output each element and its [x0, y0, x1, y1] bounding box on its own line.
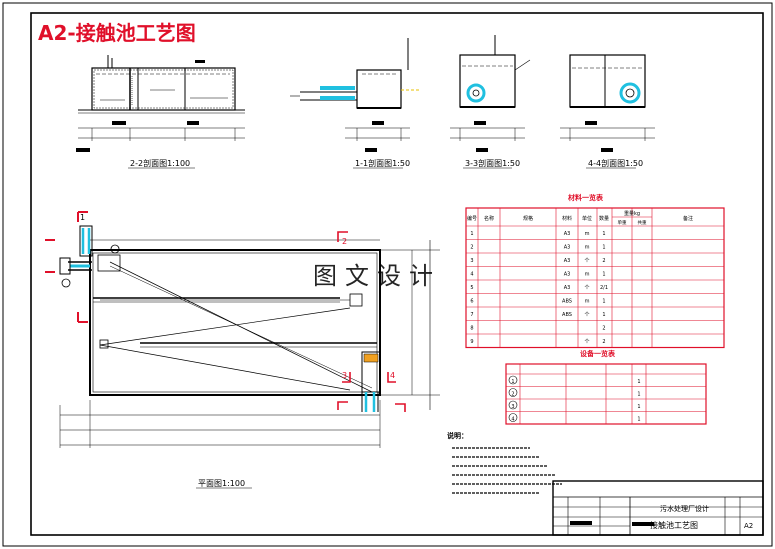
- section-2-2-label: 2-2剖面图1:100: [130, 158, 190, 168]
- materials-cell: 1: [602, 272, 605, 278]
- materials-header-cell: 编号: [467, 215, 477, 222]
- equipment-cell: 1: [511, 379, 514, 385]
- equipment-cell: 1: [637, 417, 640, 423]
- equipment-number-circle: [508, 413, 518, 422]
- materials-cell: m: [585, 299, 590, 305]
- materials-header-cell: 名称: [484, 215, 494, 222]
- section-2-2: [76, 55, 245, 152]
- equipment-cell: 2: [511, 392, 514, 398]
- materials-cell: 1: [602, 245, 605, 251]
- section-cut-marks: [45, 211, 406, 412]
- watermark-text: 图文设计: [313, 262, 441, 290]
- materials-header-cell: 规格: [523, 215, 533, 222]
- equipment-cell: 1: [637, 392, 640, 398]
- materials-cell: 7: [470, 312, 473, 318]
- materials-cell: 2/1: [600, 285, 608, 291]
- drawing-title-tag: A2-接触池工艺图: [38, 21, 196, 45]
- materials-cell: 个: [584, 285, 589, 291]
- section-3-3-label: 3-3剖面图1:50: [465, 158, 520, 168]
- equipment-number-circle: [508, 388, 518, 397]
- plan-label: 平面图1:100: [198, 479, 245, 488]
- materials-cell: A3: [564, 272, 571, 278]
- materials-cell: 1: [602, 312, 605, 318]
- title-block-drawing-name: 接触池工艺图: [650, 520, 698, 530]
- materials-table-title: 材料一览表: [567, 193, 604, 202]
- section-1-1-label: 1-1剖面图1:50: [355, 158, 410, 168]
- plan-mark-3: 3: [342, 371, 347, 380]
- materials-header-cell: 单位: [582, 215, 592, 222]
- plan-mark-2: 2: [342, 237, 347, 246]
- inner-border: [30, 12, 764, 536]
- plan-mark-1: 1: [80, 213, 85, 222]
- materials-cell: 1: [602, 231, 605, 237]
- materials-header-cell: 备注: [683, 215, 693, 222]
- materials-cell: 9: [470, 339, 473, 345]
- section-1-1: [290, 38, 420, 152]
- materials-subheader-cell: 单重: [618, 219, 627, 226]
- equipment-cell: 4: [511, 417, 514, 423]
- materials-header-cell: 数量: [599, 215, 609, 222]
- materials-cell: A3: [564, 231, 571, 237]
- equipment-cell: 3: [511, 404, 514, 410]
- materials-cell: 5: [470, 285, 473, 291]
- materials-cell: m: [585, 231, 590, 237]
- plan-mark-4: 4: [390, 371, 395, 380]
- equipment-number-circle: [508, 375, 518, 385]
- materials-cell: A3: [564, 285, 571, 291]
- materials-cell: 8: [470, 326, 473, 332]
- equipment-cell: 1: [637, 404, 640, 410]
- materials-subheader-cell: 共重: [638, 219, 647, 226]
- materials-cell: 3: [470, 258, 473, 264]
- materials-cell: 2: [602, 258, 605, 264]
- materials-cell: 1: [470, 231, 473, 237]
- equipment-number-circle: [508, 400, 518, 410]
- notes-title: 说明：: [447, 431, 468, 440]
- materials-cell: 个: [584, 312, 589, 318]
- materials-cell: A3: [564, 245, 571, 251]
- materials-cell: 4: [470, 272, 473, 278]
- materials-cell: ABS: [562, 312, 572, 318]
- title-block-project: 污水处理厂设计: [660, 504, 709, 513]
- materials-cell: m: [585, 272, 590, 278]
- equipment-cell: 1: [637, 379, 640, 385]
- equipment-table-title: 设备一览表: [580, 349, 616, 358]
- materials-cell: 2: [602, 326, 605, 332]
- materials-header-cell: 重量kg: [624, 210, 640, 217]
- materials-cell: 6: [470, 299, 473, 305]
- materials-cell: 个: [584, 258, 589, 264]
- section-4-4: [560, 54, 655, 152]
- title-block-size: A2: [744, 522, 753, 530]
- materials-cell: m: [585, 245, 590, 251]
- materials-cell: 2: [602, 339, 605, 345]
- materials-cell: 个: [584, 339, 589, 345]
- section-3-3: [450, 35, 531, 152]
- materials-header-cell: 材料: [562, 215, 572, 222]
- materials-cell: A3: [564, 258, 571, 264]
- materials-cell: 2: [470, 245, 473, 251]
- equipment-table: 1 1 2 1 3 1 4 1: [505, 363, 707, 425]
- materials-cell: 1: [602, 299, 605, 305]
- materials-table-frame: [465, 207, 725, 349]
- materials-cell: ABS: [562, 299, 572, 305]
- notes-body: [452, 447, 562, 494]
- title-block: [552, 480, 764, 536]
- section-4-4-label: 4-4剖面图1:50: [588, 158, 643, 168]
- plan-view: [59, 225, 440, 448]
